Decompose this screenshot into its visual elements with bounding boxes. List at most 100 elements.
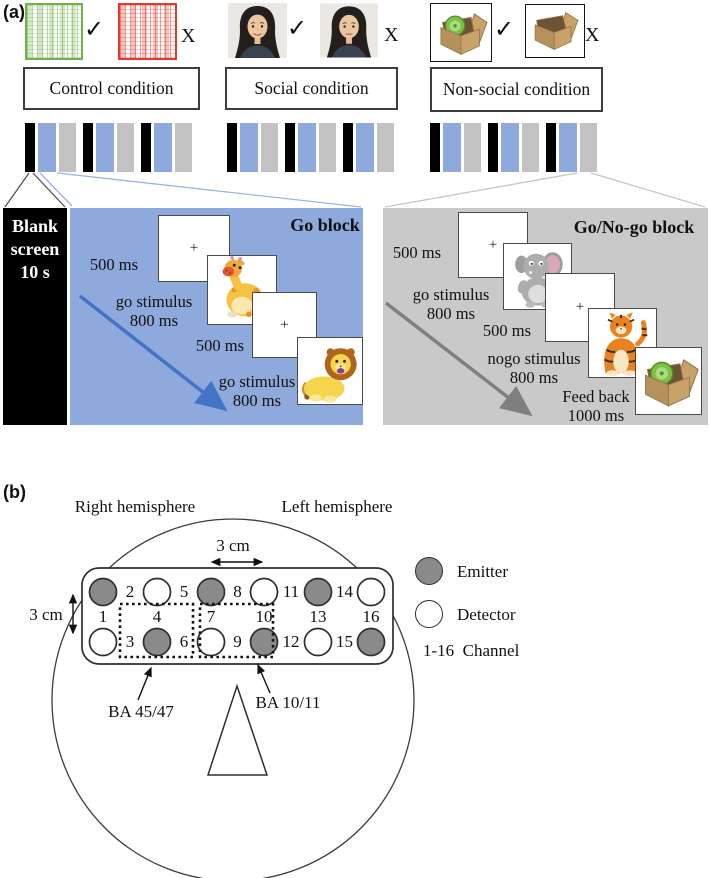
cross-mark-social: X [384,24,399,46]
gonogo-block-title: Go/No-go block [573,217,695,237]
cross-mark-control: X [181,25,196,47]
checkmark-social: ✓ [287,16,308,42]
detector-legend-label: Detector [457,605,516,624]
channel-number: 1 [98,607,108,626]
block-bar-gray [377,123,394,172]
optode-detector [88,627,118,657]
lion-stimulus-screen [297,337,363,405]
block-bar-black [488,123,498,172]
optode-detector [303,627,333,657]
gng-nogo-line1: nogo stimulus [487,349,581,368]
empty-box-image [525,4,585,58]
block-bar-gray [175,123,192,172]
neutral-face-photo [320,3,378,58]
left-hemisphere-label: Left hemisphere [281,497,393,516]
go-fixation-screen-1: + [158,215,230,282]
channel-number: 11 [282,582,300,601]
block-bar-gray [580,123,597,172]
go-fix1-duration: 500 ms [89,255,139,274]
blank-screen-box: Blank screen 10 s [3,208,67,425]
optode-detector [142,577,172,607]
channel-number: 6 [179,632,189,651]
panel-b-label: (b) [3,482,26,502]
go-stimulus1-duration: go stimulus 800 ms [115,292,193,330]
channel-number: 8 [233,582,242,601]
block-bar-blue [501,123,519,172]
optode-emitter [142,627,172,657]
gng-go-line2: 800 ms [426,303,476,323]
ba4547-pointer-arrow [137,666,152,701]
block-bar-blue [298,123,316,172]
go-stim2-line1: go stimulus [218,372,296,391]
feedback-duration: Feed back 1000 ms [562,387,630,425]
go-stim2-line2: 800 ms [232,390,282,410]
optode-emitter [303,577,333,607]
channel-number: 5 [179,582,189,601]
channel-number: 9 [233,632,242,651]
giraffe-stimulus-screen [207,255,277,325]
feedback-screen [635,347,702,415]
blank-screen-line3: 10 s [20,262,50,282]
checkmark-control: ✓ [84,17,105,43]
channel-legend-label: 1-16 Channel [423,641,520,660]
block-bar-blue [38,123,56,172]
go-stimulus2-duration: go stimulus 800 ms [218,372,296,410]
right-hemisphere-label: Right hemisphere [74,497,196,516]
lion-stimulus-image [298,338,362,404]
channel-number: 12 [282,632,300,651]
block-bar-gray [522,123,539,172]
block-bar-blue [559,123,577,172]
block-bar-blue [240,123,258,172]
channel-number: 15 [336,632,353,651]
panel-a-label: (a) [3,2,25,22]
gng-go-stimulus-duration: go stimulus 800 ms [412,285,490,323]
fixation-cross: + [280,316,289,333]
block-bar-blue [154,123,172,172]
expansion-lines [4,172,706,208]
optode-detector [196,627,226,657]
optode-emitter [356,627,386,657]
gng-nogo-line2: 800 ms [509,367,559,387]
block-bar-black [546,123,556,172]
block-bar-gray [319,123,336,172]
block-bar-black [227,123,237,172]
blank-screen-line2: screen [10,239,60,259]
red-scribble-image [118,3,177,60]
channel-number: 4 [152,607,162,626]
optode-detector [249,577,279,607]
nonsocial-condition-box: Non-social condition [430,67,603,112]
block-bar-blue [356,123,374,172]
feedback-line1: Feed back [562,387,630,406]
block-bar-gray [464,123,481,172]
emitter-legend-icon [415,557,443,585]
fixation-cross: + [575,299,585,315]
channel-number: 16 [362,607,380,626]
block-bar-black [25,123,35,172]
scale-left-label: 3 cm [29,605,63,624]
block-bar-black [141,123,151,172]
box-with-toy-image [430,3,492,62]
channel-number: 2 [125,582,135,601]
channel-number: 14 [336,582,353,601]
gng-go-line1: go stimulus [412,285,490,304]
detector-legend-icon [415,600,443,628]
feedback-line2: 1000 ms [567,405,625,425]
optode-detector [356,577,386,607]
block-bar-gray [261,123,278,172]
channel-number: 3 [125,632,135,651]
block-bar-black [430,123,440,172]
social-condition-box: Social condition [225,67,398,110]
go-stim1-line1: go stimulus [115,292,193,311]
feedback-box-toy-image [636,348,701,414]
control-condition-box: Control condition [23,67,200,110]
block-bar-blue [96,123,114,172]
go-stim1-line2: 800 ms [129,310,179,330]
scale-top-label: 3 cm [216,536,250,555]
smiling-face-photo [228,3,287,58]
optode-emitter [249,627,279,657]
optode-emitter [196,577,226,607]
emitter-legend-label: Emitter [457,562,508,581]
ba1011-pointer-arrow [257,663,271,694]
block-bar-black [285,123,295,172]
block-bar-black [83,123,93,172]
